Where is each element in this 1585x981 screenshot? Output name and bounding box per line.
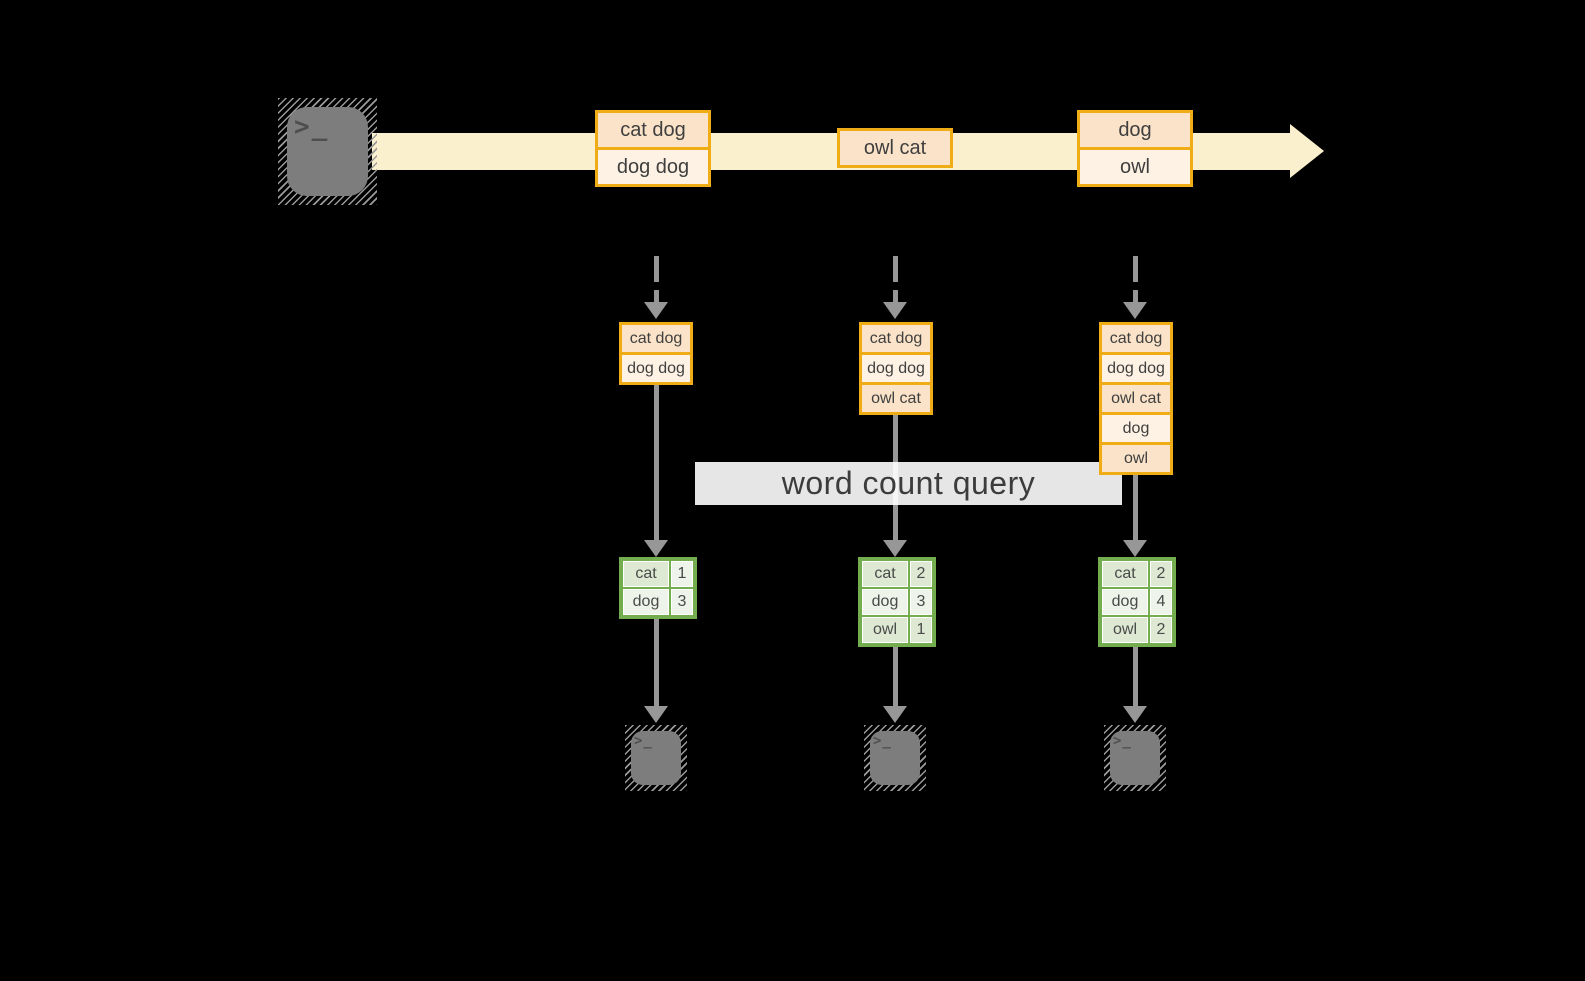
record-buffer-3: cat dog dog dog owl cat dog owl: [1099, 322, 1173, 475]
stream-event-box-3: dog owl: [1077, 110, 1193, 187]
count-value-cell: 4: [1150, 589, 1172, 615]
stream-event-line: dog dog: [598, 147, 708, 184]
arrow-stem: [892, 290, 898, 302]
sink-terminal-icon: >_: [864, 725, 926, 791]
arrowhead-icon: [1123, 302, 1147, 319]
arrowhead-icon: [883, 540, 907, 557]
buffer-record: dog: [1102, 412, 1170, 442]
stream-event-box-1: cat dog dog dog: [595, 110, 711, 187]
terminal-prompt-icon: >_: [1113, 733, 1132, 749]
arrow-dash: [1132, 256, 1138, 282]
count-word-cell: dog: [1102, 589, 1148, 615]
arrowhead-icon: [1123, 540, 1147, 557]
count-value-cell: 3: [671, 589, 693, 615]
count-value-cell: 2: [1150, 617, 1172, 643]
terminal-screen: [287, 107, 368, 196]
connector-line: [1133, 475, 1138, 541]
arrowhead-icon: [883, 302, 907, 319]
stream-timeline-arrowhead-icon: [1290, 124, 1324, 178]
buffer-record: cat dog: [622, 325, 690, 352]
count-value-cell: 3: [910, 589, 932, 615]
terminal-screen: [1110, 731, 1160, 785]
buffer-record: cat dog: [862, 325, 930, 352]
stream-event-line: cat dog: [598, 113, 708, 147]
count-word-cell: dog: [862, 589, 908, 615]
count-word-cell: cat: [1102, 561, 1148, 587]
count-value-cell: 1: [910, 617, 932, 643]
count-word-cell: owl: [1102, 617, 1148, 643]
record-buffer-2: cat dog dog dog owl cat: [859, 322, 933, 415]
buffer-record: dog dog: [862, 352, 930, 382]
buffer-record: cat dog: [1102, 325, 1170, 352]
buffer-record: owl cat: [1102, 382, 1170, 412]
source-terminal-icon: >_: [278, 98, 377, 205]
dashed-down-arrow-icon: [644, 256, 668, 319]
stream-event-line: owl cat: [840, 131, 950, 165]
arrow-stem: [653, 290, 659, 302]
connector-line: [893, 647, 898, 707]
stream-event-box-2: owl cat: [837, 128, 953, 168]
arrowhead-icon: [644, 540, 668, 557]
sink-terminal-icon: >_: [1104, 725, 1166, 791]
arrowhead-icon: [644, 706, 668, 723]
terminal-prompt-icon: >_: [873, 733, 892, 749]
terminal-prompt-icon: >_: [634, 733, 653, 749]
terminal-screen: [631, 731, 681, 785]
buffer-record: dog dog: [622, 352, 690, 382]
arrowhead-icon: [1123, 706, 1147, 723]
arrowhead-icon: [883, 706, 907, 723]
count-value-cell: 2: [1150, 561, 1172, 587]
count-value-cell: 2: [910, 561, 932, 587]
count-word-cell: cat: [862, 561, 908, 587]
connector-line: [654, 385, 659, 541]
count-word-cell: cat: [623, 561, 669, 587]
connector-line: [1133, 647, 1138, 707]
buffer-record: owl cat: [862, 382, 930, 412]
stream-event-line: owl: [1080, 147, 1190, 184]
terminal-screen: [870, 731, 920, 785]
count-table-1: cat 1 dog 3: [619, 557, 697, 619]
record-buffer-1: cat dog dog dog: [619, 322, 693, 385]
count-word-cell: owl: [862, 617, 908, 643]
buffer-record: dog dog: [1102, 352, 1170, 382]
dashed-down-arrow-icon: [883, 256, 907, 319]
arrow-stem: [1132, 290, 1138, 302]
arrow-dash: [892, 256, 898, 282]
stream-event-line: dog: [1080, 113, 1190, 147]
arrowhead-icon: [644, 302, 668, 319]
arrow-dash: [653, 256, 659, 282]
buffer-record: owl: [1102, 442, 1170, 472]
count-value-cell: 1: [671, 561, 693, 587]
count-table-2: cat 2 dog 3 owl 1: [858, 557, 936, 647]
count-table-3: cat 2 dog 4 owl 2: [1098, 557, 1176, 647]
connector-line: [654, 619, 659, 707]
query-banner-label: word count query: [781, 465, 1036, 501]
count-word-cell: dog: [623, 589, 669, 615]
query-banner: word count query: [695, 462, 1122, 505]
terminal-prompt-icon: >_: [294, 112, 330, 142]
sink-terminal-icon: >_: [625, 725, 687, 791]
dashed-down-arrow-icon: [1123, 256, 1147, 319]
